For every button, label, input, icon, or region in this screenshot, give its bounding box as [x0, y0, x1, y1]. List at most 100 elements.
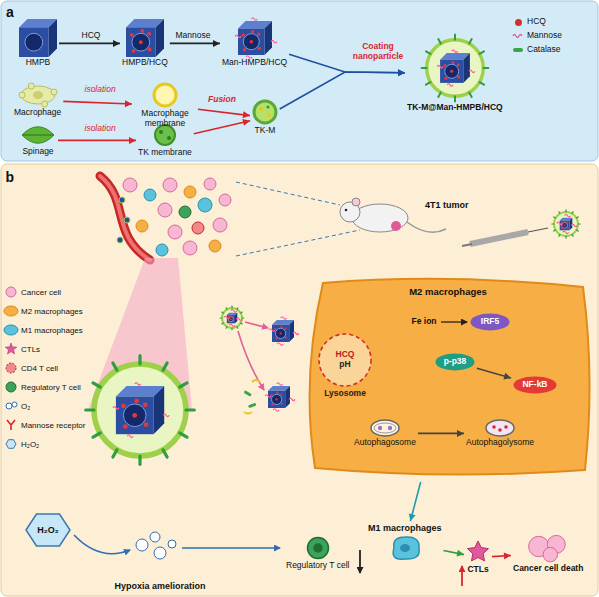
np-shape — [421, 34, 489, 102]
edge-label: isolation — [84, 85, 117, 95]
treg-shape — [306, 536, 330, 560]
node-label: Macrophage — [14, 108, 61, 118]
tk-membrane-vesicle: TK membrane — [138, 123, 192, 158]
node-label: p-p38 — [444, 357, 467, 367]
legend-label: CTLs — [21, 345, 40, 354]
macrophage-cell: Macrophage — [14, 83, 61, 118]
legend-label: Catalase — [527, 45, 561, 55]
m1-shape — [388, 534, 422, 562]
node-label: CTLs — [467, 565, 488, 575]
fused-membrane: TK-M — [252, 99, 278, 136]
autophagosome: Autophagosome — [354, 419, 416, 448]
edge-label: isolation — [84, 124, 117, 134]
edge-label: Mannose — [175, 31, 212, 41]
arrow-head — [398, 69, 405, 76]
arrow-head — [457, 550, 465, 557]
connector — [59, 40, 120, 47]
node-label: Lysosome — [324, 389, 366, 399]
tkm-shape — [252, 99, 278, 125]
man-shape — [236, 19, 274, 57]
zoom-line — [236, 230, 360, 256]
annotation: 4T1 tumor — [425, 200, 469, 210]
node-label: H₂O₂ — [37, 525, 59, 535]
cancer-cells: Cancer cell death — [513, 533, 583, 574]
connector — [63, 100, 132, 107]
legend-label: CD4 T cell — [21, 364, 58, 373]
connector-line — [198, 109, 250, 115]
legend-label: H₂O₂ — [21, 440, 39, 449]
node-label: HMPB/HCQ — [122, 58, 168, 68]
connector — [492, 552, 511, 559]
connector-line — [194, 121, 250, 134]
arrow-head — [242, 119, 250, 126]
arrow-head — [125, 100, 132, 107]
node-label: Cancer cell death — [513, 564, 583, 574]
ctl-cell: CTLs — [466, 540, 490, 575]
increase-arrow — [461, 566, 463, 586]
macro-shape — [18, 83, 58, 107]
membrane-vesicle: Macrophage membrane — [134, 82, 196, 129]
blob-shape — [299, 275, 597, 480]
hmpb-cube: HMPB — [19, 19, 57, 68]
hmpbh-shape — [126, 19, 164, 57]
regulatory-t-cell: Regulatory T cell — [286, 536, 349, 571]
node-label: TK membrane — [138, 148, 192, 158]
annotation: Fe ion — [412, 317, 437, 327]
annotation: Hypoxia amelioration — [115, 581, 206, 591]
node-label: M2 macrophages — [409, 287, 487, 298]
legend-label: Mannose receptor — [21, 421, 85, 430]
ctl-shape — [466, 540, 490, 564]
hmpb-shape — [19, 19, 57, 57]
nanoparticle — [552, 210, 580, 238]
spinach-leaf: Spinage — [20, 124, 56, 157]
node-label: M1 macrophages — [368, 523, 442, 533]
man-hmpb-hcq-cube: Man-HMPB/HCQ — [222, 19, 287, 68]
syringe — [462, 228, 548, 246]
node-label: IRF5 — [481, 317, 499, 327]
connector-line — [280, 72, 405, 109]
node-label: Spinage — [22, 147, 53, 157]
connector — [198, 109, 250, 118]
node-label: pH — [339, 360, 350, 370]
leaf-shape — [20, 124, 56, 146]
m1-macrophage: M1 macrophages — [368, 523, 442, 562]
nanoparticle-zoom — [86, 356, 195, 465]
node-label: Autophagosome — [354, 438, 416, 448]
arrow-head — [213, 40, 220, 47]
tumor-tissue — [100, 176, 231, 260]
connector — [444, 550, 465, 557]
panel-letter: a — [6, 4, 14, 20]
legend-label: M2 macrophages — [21, 307, 83, 316]
legend-label: O₂ — [21, 402, 30, 411]
legend-label: Mannose — [527, 31, 562, 41]
legend-label: Cancer cell — [21, 288, 61, 297]
lysosome: HCQpHLysosome — [317, 332, 373, 399]
h2o2-hexagon: H₂O₂ — [25, 513, 71, 547]
arrow-head — [398, 69, 405, 76]
m2-macrophage: M2 macrophagesHCQpHLysosomeAutophagosome… — [299, 275, 597, 480]
node-label: NF-kB — [522, 380, 547, 390]
autol-shape — [485, 419, 515, 437]
cancer-shape — [525, 533, 571, 563]
legend-swatch — [515, 19, 522, 26]
node-label: Regulatory T cell — [286, 561, 349, 571]
oxygen-flow — [74, 532, 280, 559]
nfkb-oval: NF-kB — [513, 376, 557, 394]
arrow-head — [409, 513, 416, 521]
decrease-arrow — [359, 550, 361, 573]
p-p38-oval: p-p38 — [435, 353, 475, 371]
edge-label: HCQ — [81, 31, 102, 41]
node-label: Macrophage membrane — [134, 109, 196, 129]
arrow-head — [129, 137, 136, 144]
connector — [170, 40, 220, 47]
edge-label: Fusion — [207, 95, 237, 105]
zoom-line — [236, 182, 340, 205]
connector-line — [59, 43, 120, 45]
node-label: TK-M@Man-HMPB/HCQ — [407, 103, 503, 113]
node-label: Autophagolysome — [466, 438, 534, 448]
hmpb-hcq-cube: HMPB/HCQ — [122, 19, 168, 68]
node-label: TK-M — [255, 126, 276, 136]
autoph-shape — [370, 419, 400, 437]
mmem-shape — [152, 82, 178, 108]
panel-b-ground — [1, 164, 598, 596]
